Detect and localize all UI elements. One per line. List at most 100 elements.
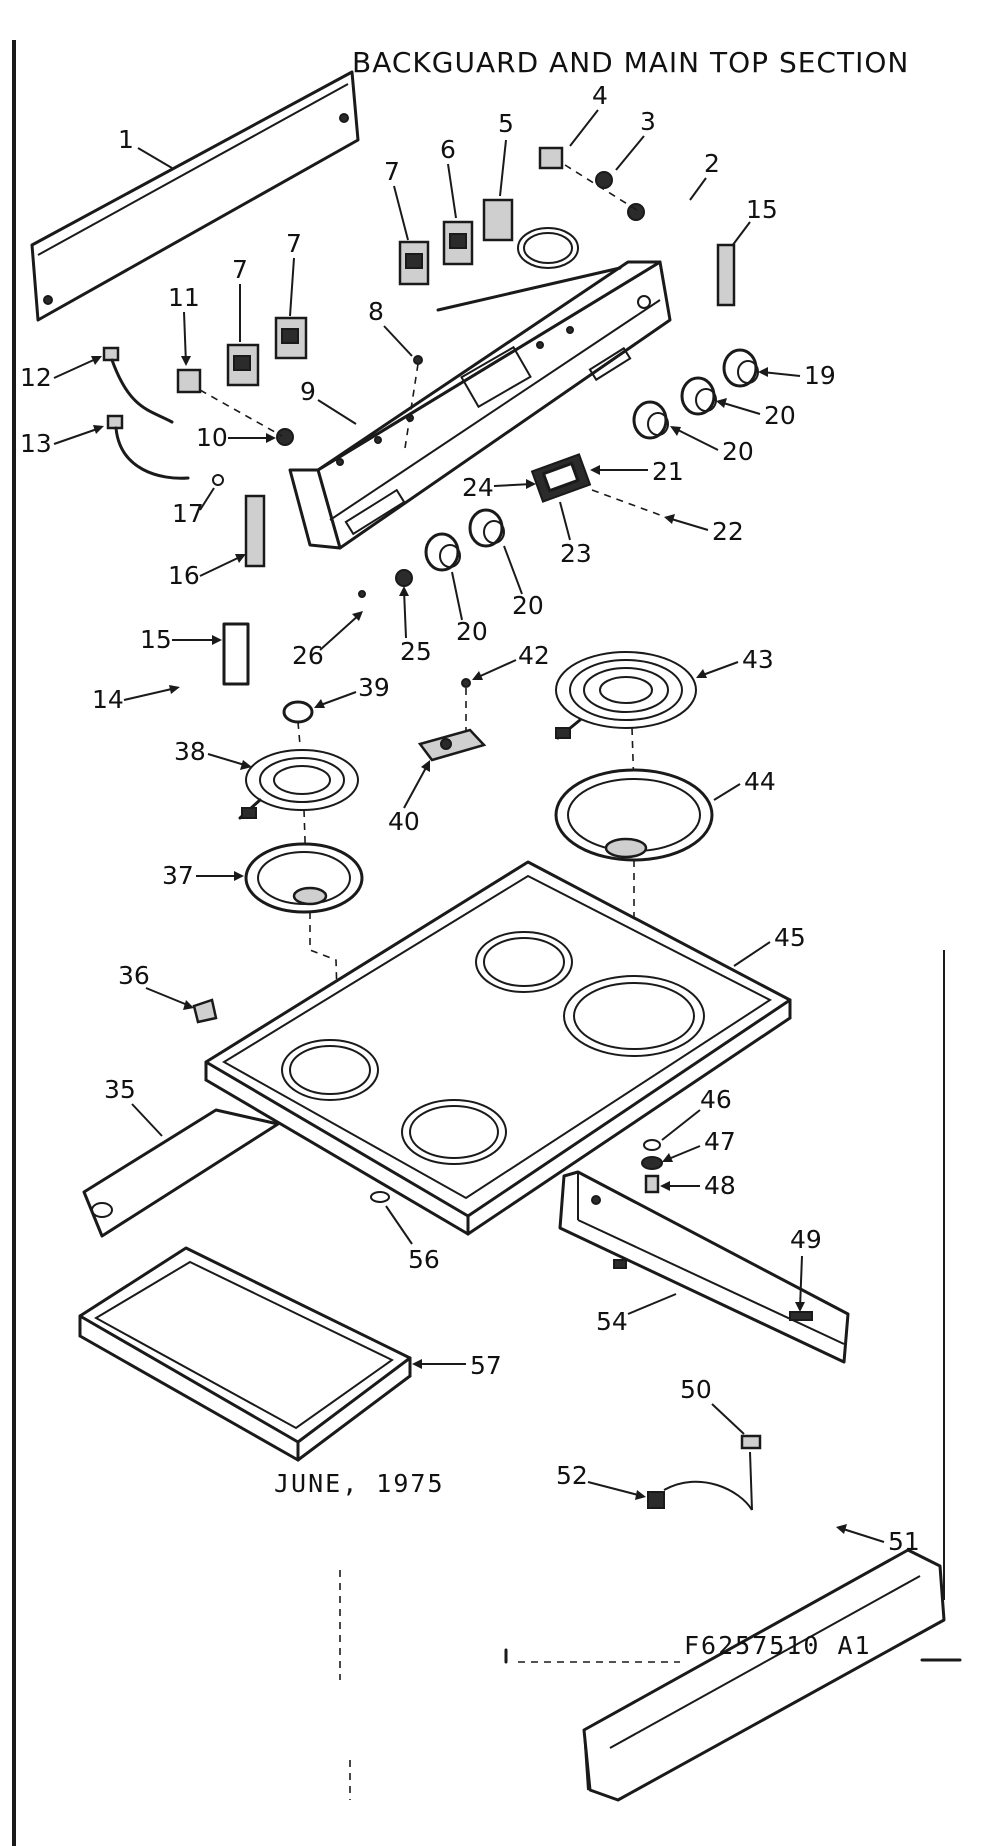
screw-42 bbox=[461, 678, 471, 688]
diagram-date: JUNE, 1975 bbox=[274, 1469, 445, 1498]
callout-52: 52 bbox=[556, 1461, 588, 1490]
callout-56: 56 bbox=[408, 1245, 440, 1274]
small-element-38 bbox=[238, 749, 359, 820]
knob-20a bbox=[680, 376, 717, 416]
screw-26 bbox=[358, 590, 366, 598]
clip-50 bbox=[740, 1434, 762, 1450]
end-cap-15-upper bbox=[716, 243, 736, 307]
switch-7b bbox=[226, 343, 260, 387]
callout-9: 9 bbox=[300, 377, 316, 406]
knob-20b bbox=[632, 400, 669, 440]
control-panel-9 bbox=[288, 260, 672, 550]
callout-7a: 7 bbox=[384, 157, 400, 186]
callout-20b: 20 bbox=[722, 437, 754, 466]
connector-4 bbox=[538, 146, 564, 170]
screw-17 bbox=[212, 474, 224, 486]
callout-16: 16 bbox=[168, 561, 200, 590]
connector-52 bbox=[647, 1491, 665, 1509]
switch-11 bbox=[176, 368, 202, 394]
callout-25: 25 bbox=[400, 637, 432, 666]
callout-5: 5 bbox=[498, 109, 514, 138]
callout-44: 44 bbox=[744, 767, 776, 796]
end-cap-16 bbox=[244, 494, 266, 568]
wire-13 bbox=[106, 414, 190, 480]
callout-49: 49 bbox=[790, 1225, 822, 1254]
callout-6: 6 bbox=[440, 135, 456, 164]
griddle-57 bbox=[78, 1246, 412, 1462]
callout-36: 36 bbox=[118, 961, 150, 990]
nut-2 bbox=[627, 203, 645, 221]
backguard-panel bbox=[30, 70, 360, 322]
callout-46: 46 bbox=[700, 1085, 732, 1114]
callout-11: 11 bbox=[168, 283, 200, 312]
nut-10 bbox=[276, 428, 294, 446]
callout-17: 17 bbox=[172, 499, 204, 528]
callout-1: 1 bbox=[118, 125, 134, 154]
callout-24: 24 bbox=[462, 473, 494, 502]
callout-20a: 20 bbox=[764, 401, 796, 430]
nut-3 bbox=[595, 171, 613, 189]
knob-19 bbox=[722, 348, 759, 388]
callout-7b: 7 bbox=[232, 255, 248, 284]
drip-pan-44 bbox=[554, 768, 714, 862]
knob-39 bbox=[282, 700, 314, 724]
clip-54 bbox=[613, 1259, 627, 1269]
callout-8: 8 bbox=[368, 297, 384, 326]
callout-23: 23 bbox=[560, 539, 592, 568]
callout-20c: 20 bbox=[512, 591, 544, 620]
knob-25 bbox=[395, 569, 413, 587]
clip-36 bbox=[192, 998, 218, 1024]
callout-51: 51 bbox=[888, 1527, 920, 1556]
callout-57: 57 bbox=[470, 1351, 502, 1380]
thermostat-5 bbox=[436, 198, 622, 312]
callout-15-upper: 15 bbox=[746, 195, 778, 224]
side-trim-35 bbox=[82, 1108, 280, 1238]
callout-38: 38 bbox=[174, 737, 206, 766]
wire-12 bbox=[102, 346, 174, 424]
callout-22: 22 bbox=[712, 517, 744, 546]
callout-10: 10 bbox=[196, 423, 228, 452]
callout-13: 13 bbox=[20, 429, 52, 458]
callout-45: 45 bbox=[774, 923, 806, 952]
drip-pan-37 bbox=[244, 842, 364, 914]
callout-40: 40 bbox=[388, 807, 420, 836]
plug-56 bbox=[370, 1191, 390, 1203]
callout-50: 50 bbox=[680, 1375, 712, 1404]
callout-42: 42 bbox=[518, 641, 550, 670]
callout-21: 21 bbox=[652, 457, 684, 486]
switch-6 bbox=[442, 220, 474, 266]
knob-20d bbox=[424, 532, 461, 572]
drawing-number: F6257510 A1 bbox=[684, 1631, 872, 1660]
side-trim-49 bbox=[558, 1170, 850, 1364]
screw-8 bbox=[413, 355, 423, 365]
callout-19: 19 bbox=[804, 361, 836, 390]
screw-48 bbox=[644, 1174, 660, 1194]
main-top-45 bbox=[204, 860, 792, 1236]
front-trim-51 bbox=[582, 1548, 946, 1802]
diagram-title: BACKGUARD AND MAIN TOP SECTION bbox=[352, 46, 909, 79]
callout-43: 43 bbox=[742, 645, 774, 674]
end-cap-15-lower bbox=[222, 622, 250, 686]
callout-7c: 7 bbox=[286, 229, 302, 258]
callout-15-lower: 15 bbox=[140, 625, 172, 654]
receptacle-40 bbox=[417, 728, 487, 762]
knob-20c bbox=[468, 508, 505, 548]
callout-47: 47 bbox=[704, 1127, 736, 1156]
callout-20d: 20 bbox=[456, 617, 488, 646]
callout-26: 26 bbox=[292, 641, 324, 670]
callout-12: 12 bbox=[20, 363, 52, 392]
callout-2: 2 bbox=[704, 149, 720, 178]
callout-37: 37 bbox=[162, 861, 194, 890]
switch-7a bbox=[398, 240, 430, 286]
callout-4: 4 bbox=[592, 81, 608, 110]
callout-14: 14 bbox=[92, 685, 124, 714]
washer-46 bbox=[643, 1139, 661, 1151]
large-element-43 bbox=[555, 651, 697, 740]
callout-3: 3 bbox=[640, 107, 656, 136]
clock-21 bbox=[530, 453, 592, 503]
callout-54: 54 bbox=[596, 1307, 628, 1336]
washer-47 bbox=[641, 1156, 663, 1170]
switch-7c bbox=[274, 316, 308, 360]
callout-39: 39 bbox=[358, 673, 390, 702]
